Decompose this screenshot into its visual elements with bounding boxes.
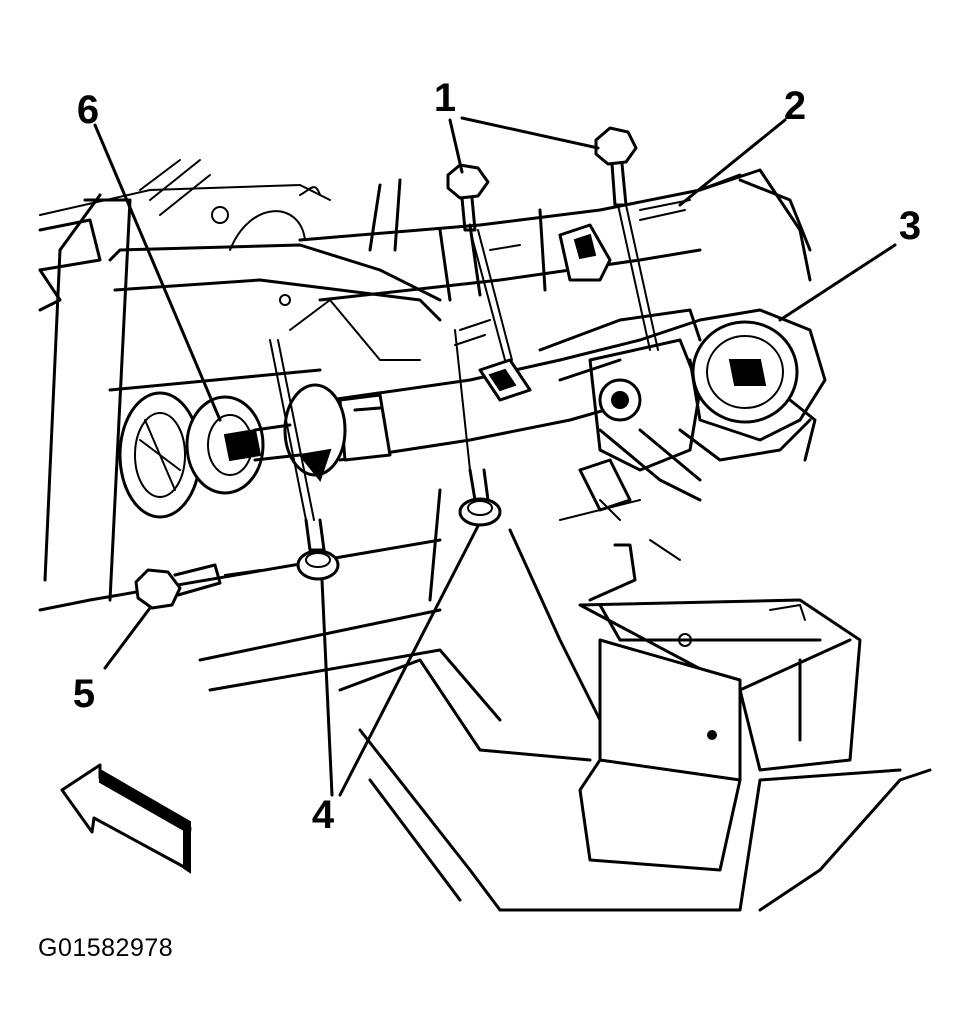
- bolt-upper-right: [594, 126, 659, 351]
- pinch-bolt: [134, 563, 261, 610]
- bolt-lower-right: [454, 329, 502, 527]
- steering-shaft-hub: [688, 308, 827, 462]
- callout-5: 5: [72, 672, 96, 716]
- leader-lines: [93, 116, 897, 797]
- column-head: [578, 338, 812, 512]
- forward-arrow-icon: [60, 763, 192, 874]
- instrument-panel-outline: [38, 159, 442, 602]
- support-beam: [298, 168, 812, 346]
- callout-6: 6: [76, 88, 100, 132]
- callout-2: 2: [783, 84, 807, 128]
- left-vent: [118, 391, 202, 519]
- callout-1: 1: [433, 76, 457, 120]
- bolt-upper-left: [446, 163, 513, 361]
- floor-duct-bracket: [578, 543, 862, 872]
- figure-id-label: G01582978: [38, 934, 174, 962]
- steering-column: [328, 308, 702, 462]
- callout-4: 4: [311, 793, 335, 837]
- callout-3: 3: [898, 204, 922, 248]
- bolt-lower-left: [269, 339, 340, 581]
